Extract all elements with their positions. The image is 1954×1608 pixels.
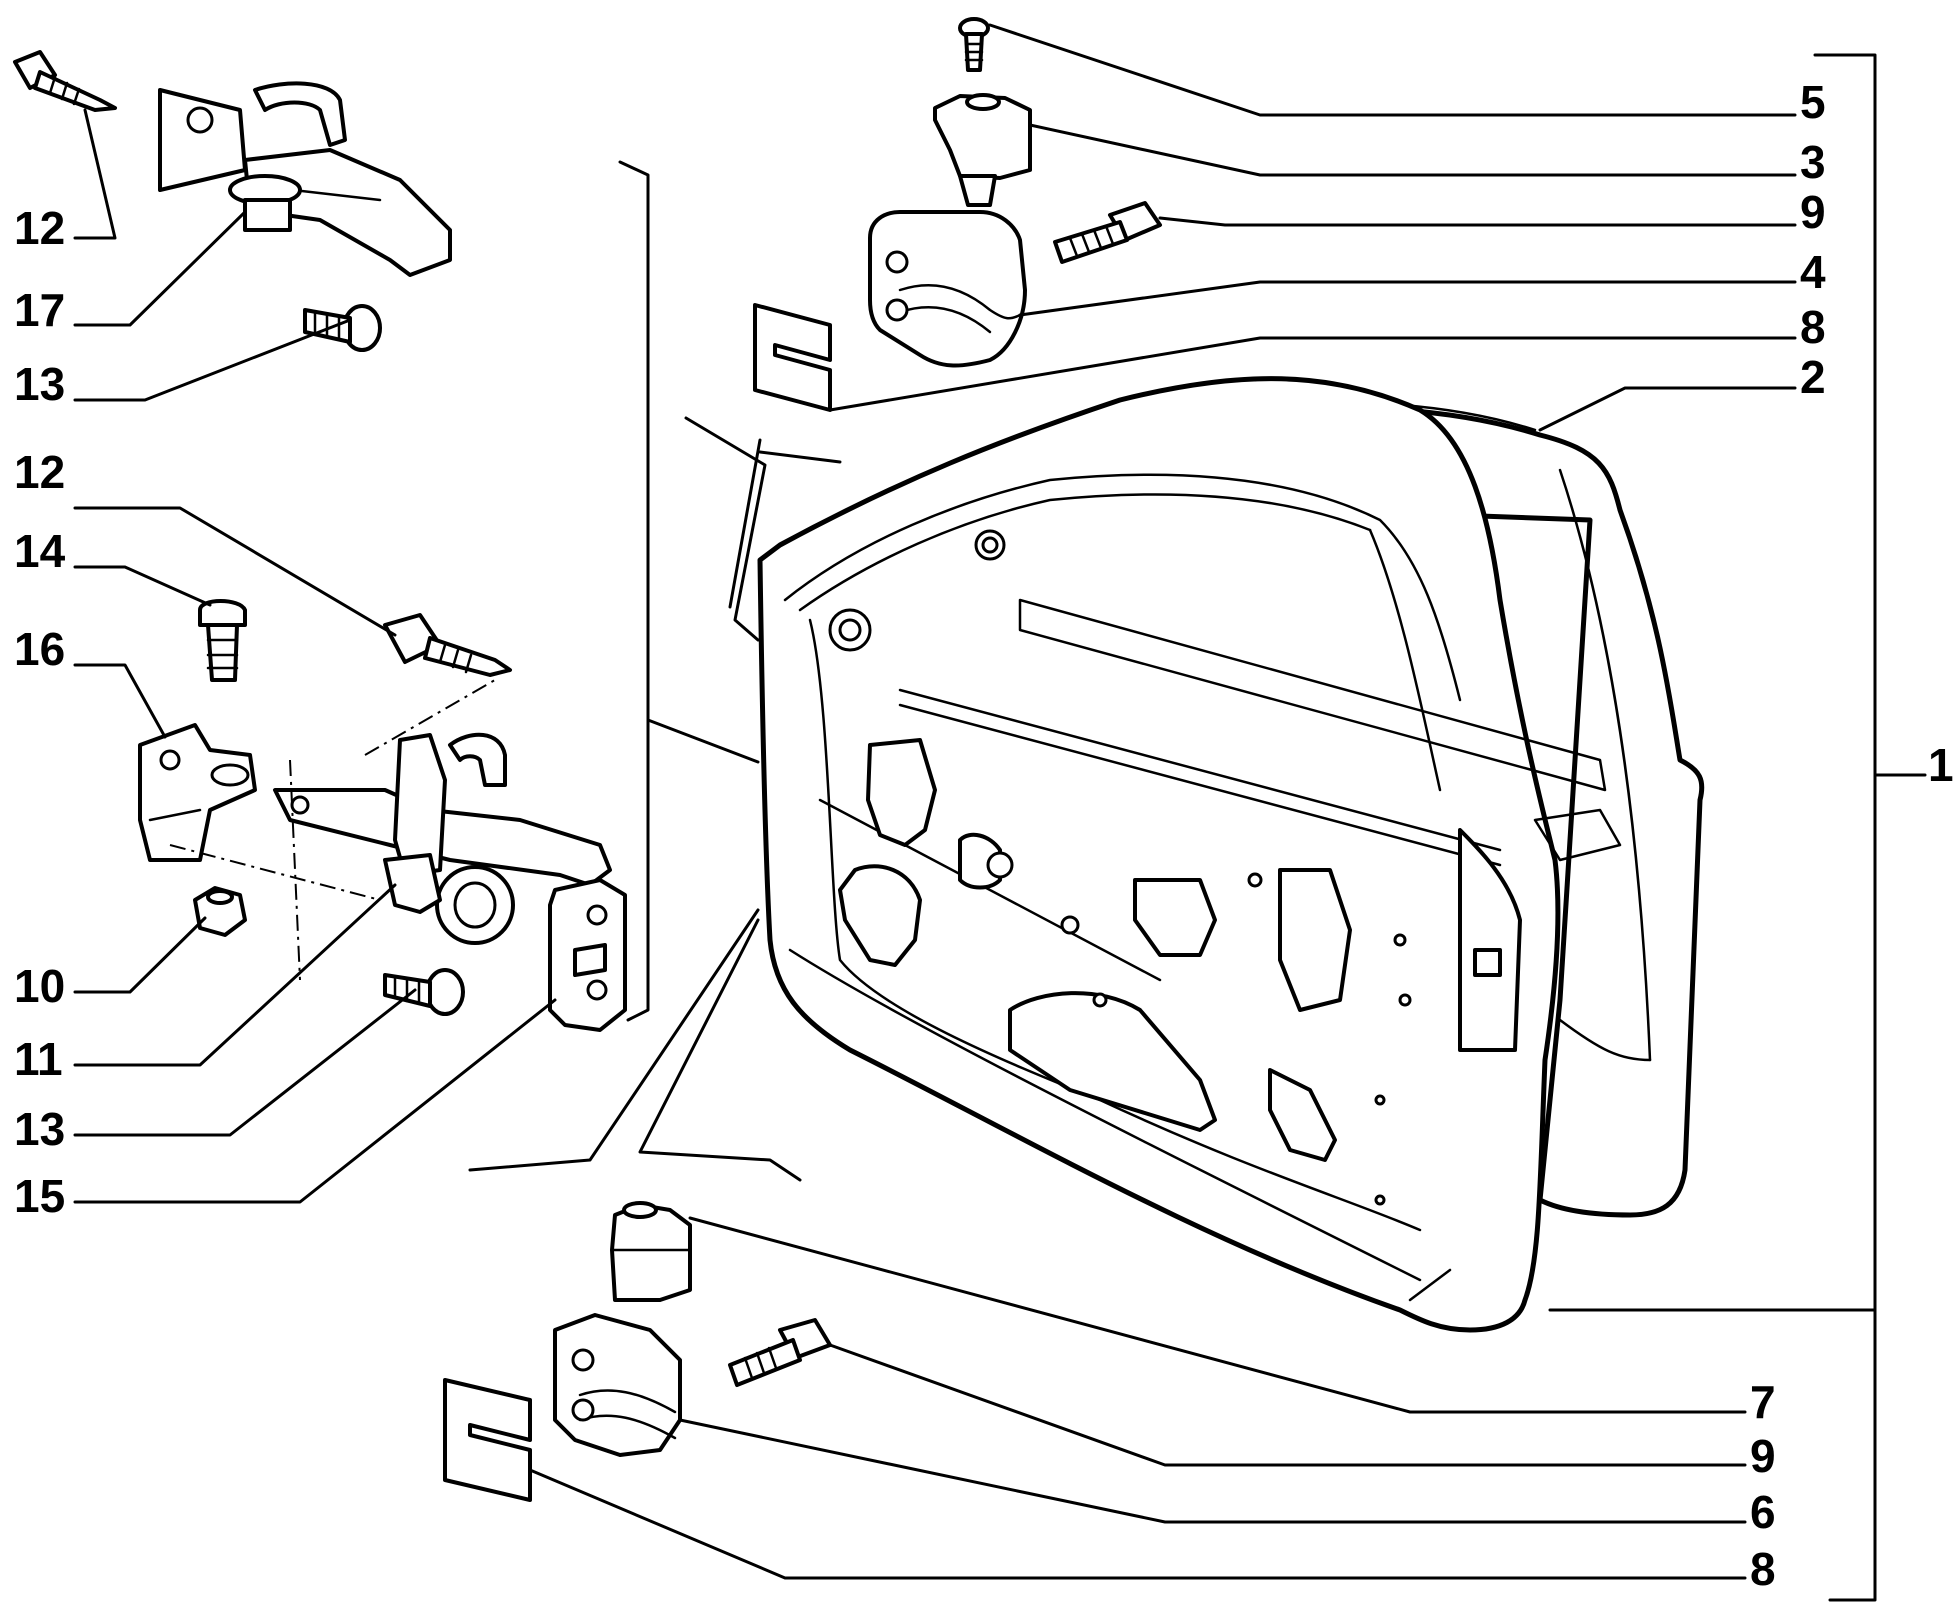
callout-1: 1 [1928,739,1954,791]
shim [443,1378,532,1502]
lower-hinge [553,1313,682,1457]
screw [958,17,990,72]
callout-3: 3 [1800,136,1826,188]
door-check-strap [138,723,257,862]
callout-13: 13 [14,1103,65,1155]
door-striker [548,878,627,1032]
lower-hinge [610,1201,692,1302]
callout-5: 5 [1800,76,1826,128]
door-shell [757,376,1622,1333]
callout-9: 9 [1800,186,1826,238]
callout-8: 8 [1750,1543,1776,1595]
callout-17: 17 [14,284,65,336]
screw [303,304,382,352]
door-check-strap [158,81,452,277]
upper-hinge [868,210,1027,368]
callout-16: 16 [14,623,65,675]
callout-12: 12 [14,202,65,254]
callout-12: 12 [14,446,65,498]
door-check-strap [273,732,612,945]
callout-10: 10 [14,960,65,1012]
screw [13,50,117,112]
bolt [198,599,247,682]
nut [193,886,247,937]
callout-11: 11 [14,1033,63,1085]
callout-9: 9 [1750,1430,1776,1482]
callout-4: 4 [1800,246,1826,298]
callout-2: 2 [1800,351,1826,403]
screw [383,968,465,1016]
callout-6: 6 [1750,1486,1776,1538]
callout-15: 15 [14,1170,65,1222]
bolt [1053,201,1162,264]
bolt [383,613,512,677]
upper-hinge [933,93,1032,207]
bolt [728,1318,832,1387]
callout-14: 14 [14,525,66,577]
callout-8: 8 [1800,301,1826,353]
shim [753,303,832,412]
callout-13: 13 [14,358,65,410]
callout-7: 7 [1750,1376,1776,1428]
